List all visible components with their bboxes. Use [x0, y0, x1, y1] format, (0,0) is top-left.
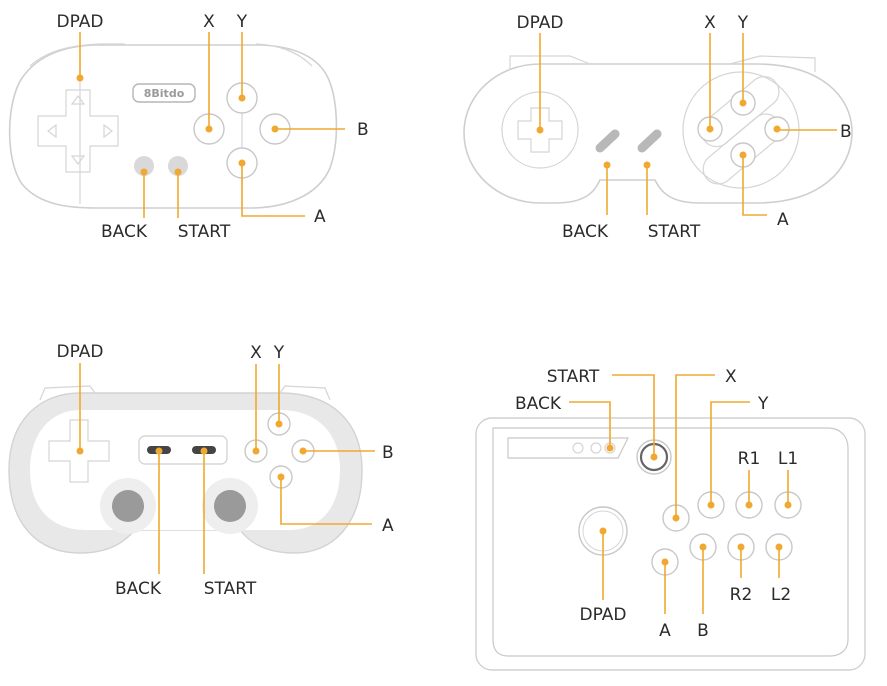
leader-lines [536, 33, 837, 216]
label-a: A [659, 621, 671, 641]
panel-bottom-left: DPAD X Y B A BACK START [8, 342, 394, 599]
label-r2: R2 [730, 585, 753, 605]
back-button [134, 156, 154, 176]
controller-top-edge [29, 43, 125, 67]
label-dpad: DPAD [57, 342, 104, 362]
left-stick [112, 490, 144, 522]
dpad-cross [48, 419, 110, 483]
label-dpad: DPAD [57, 12, 104, 32]
controller-face [30, 410, 340, 530]
label-y: Y [273, 343, 285, 363]
label-back: BACK [515, 394, 562, 414]
right-stick [214, 490, 246, 522]
label-dpad: DPAD [517, 13, 564, 33]
label-x: X [203, 12, 215, 32]
label-start: START [648, 222, 701, 242]
brand-logo: 8Bitdo [144, 87, 185, 100]
label-b: B [382, 443, 394, 463]
label-start: START [178, 222, 231, 242]
leader-lines [76, 363, 375, 574]
label-y: Y [236, 12, 248, 32]
label-dpad: DPAD [580, 605, 627, 625]
label-back: BACK [101, 222, 148, 242]
leader-lines [76, 32, 345, 218]
panel-bottom-right: START BACK X Y R1 L1 R2 L2 DPAD A B [475, 367, 866, 671]
label-b: B [697, 621, 709, 641]
panel-top-left: 8Bitdo DPAD X Y B A BACK START [8, 12, 369, 242]
label-x: X [704, 13, 716, 33]
label-back: BACK [115, 579, 162, 599]
select-start-panel [138, 435, 228, 465]
label-b: B [840, 122, 852, 142]
leader-lines [569, 374, 792, 614]
label-y: Y [757, 394, 769, 414]
label-x: X [725, 367, 737, 387]
start-button [637, 129, 662, 153]
label-y: Y [737, 13, 749, 33]
label-a: A [777, 210, 789, 230]
label-l2: L2 [771, 585, 791, 605]
label-a: A [382, 516, 394, 536]
dpad-cross [37, 89, 119, 173]
label-a: A [314, 207, 326, 227]
brand-logo-frame [132, 83, 196, 103]
dpad-cross [517, 107, 563, 153]
label-l1: L1 [778, 449, 798, 469]
label-back: BACK [562, 222, 609, 242]
back-button [595, 129, 620, 153]
label-x: X [250, 343, 262, 363]
label-start: START [204, 579, 257, 599]
arcade-panel [492, 427, 849, 657]
label-b: B [357, 120, 369, 140]
start-button [168, 156, 188, 176]
label-r1: R1 [738, 449, 761, 469]
panel-top-right: DPAD X Y B A BACK START [463, 13, 853, 242]
label-start: START [547, 367, 600, 387]
